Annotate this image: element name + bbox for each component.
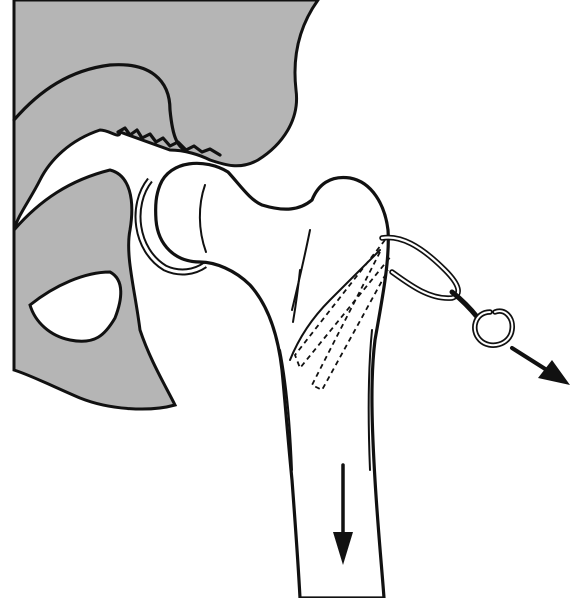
- hook-icon: [475, 311, 512, 345]
- arrow-down-right-icon: [512, 348, 570, 385]
- femur: [156, 163, 389, 598]
- traction-wire: [382, 237, 458, 298]
- hook-shank: [452, 292, 478, 318]
